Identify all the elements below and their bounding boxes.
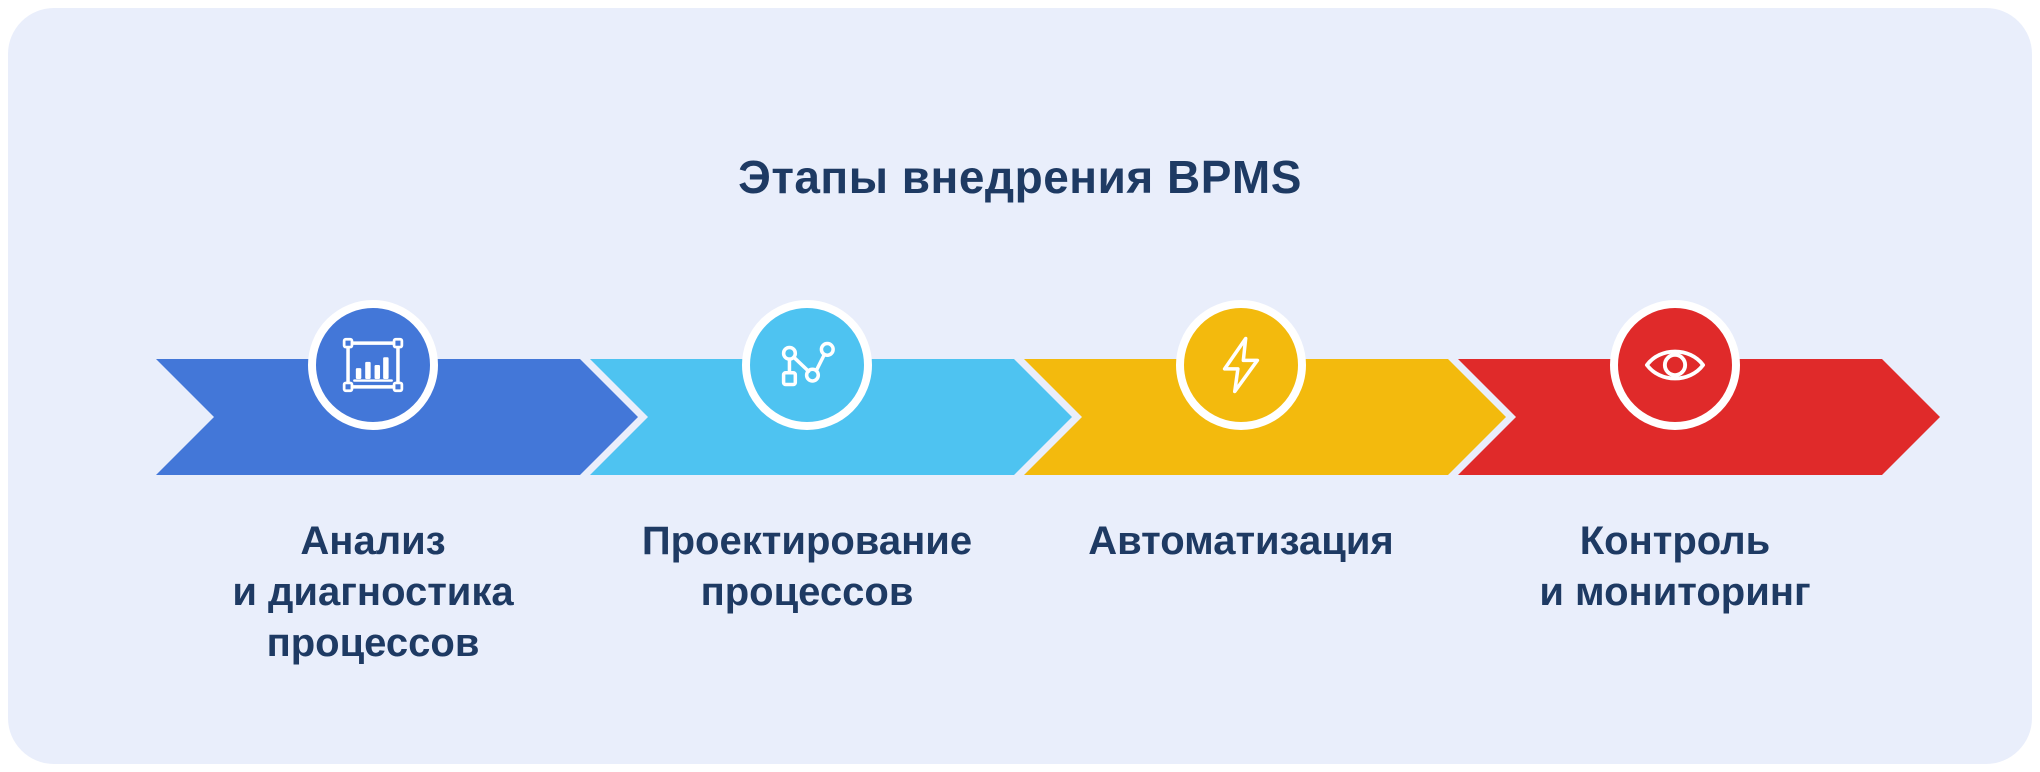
infographic-panel: Этапы внедрения BPMS — [8, 8, 2032, 764]
step-label-automation: Автоматизация — [1088, 519, 1394, 563]
process-flow: Анализ и диагностика процессов Проектиро… — [8, 8, 2032, 764]
step-label-analysis: Анализ и диагностика процессов — [232, 519, 514, 666]
page-title: Этапы внедрения BPMS — [738, 151, 1302, 203]
step-label-design: Проектирование процессов — [641, 519, 973, 615]
lightning-icon — [1202, 326, 1280, 404]
bar-chart-icon — [334, 326, 412, 404]
flowchart-icon — [768, 326, 846, 404]
step-badge-analysis — [308, 300, 438, 430]
eye-icon — [1636, 326, 1714, 404]
step-badge-design — [742, 300, 872, 430]
step-badge-monitoring — [1610, 300, 1740, 430]
step-label-monitoring: Контроль и мониторинг — [1539, 519, 1811, 615]
step-badge-automation — [1176, 300, 1306, 430]
